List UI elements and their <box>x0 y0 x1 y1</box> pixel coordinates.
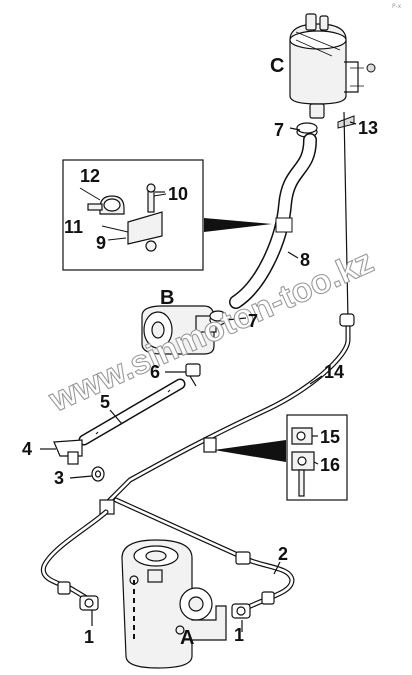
callout-2: 2 <box>278 544 288 564</box>
callout-9: 9 <box>96 233 106 253</box>
callout-8: 8 <box>300 250 310 270</box>
callout-16: 16 <box>320 455 340 475</box>
fitting-4 <box>53 439 83 465</box>
return-hose-8 <box>229 133 317 309</box>
reservoir-tank <box>289 13 364 119</box>
assembly-label-c: C <box>270 55 284 77</box>
callout-14: 14 <box>324 362 344 382</box>
callout-11: 11 <box>64 217 83 237</box>
callout-7-top: 7 <box>274 120 284 140</box>
suction-hose-5 <box>78 378 186 446</box>
pump-fitting-6 <box>185 363 201 387</box>
pump-b <box>141 305 227 355</box>
callout-1-left: 1 <box>84 627 94 647</box>
callout-5: 5 <box>100 392 110 412</box>
callout-12: 12 <box>80 166 100 186</box>
callout-1-right: 1 <box>234 625 244 645</box>
callout-13: 13 <box>358 118 378 138</box>
pressure-line-14 <box>99 111 355 515</box>
callout-3: 3 <box>54 468 64 488</box>
leader-lines <box>40 121 357 632</box>
bolt-13 <box>337 63 376 129</box>
washer-3 <box>91 466 105 482</box>
callout-10: 10 <box>168 184 188 204</box>
callout-4: 4 <box>22 439 32 459</box>
callout-7-bottom: 7 <box>248 311 258 331</box>
inset-pointer <box>204 218 272 232</box>
callout-6: 6 <box>150 362 160 382</box>
steering-gear-a <box>121 539 227 669</box>
assembly-label-a: A <box>180 627 194 649</box>
inset-2-pointer <box>214 440 286 462</box>
pressure-line-2 <box>40 497 295 611</box>
banjo-fitting-1-left <box>79 595 99 611</box>
clamp-detail-inset <box>62 159 204 271</box>
callout-15: 15 <box>320 427 340 447</box>
clip-detail-inset <box>286 414 348 501</box>
banjo-fitting-1-right <box>231 603 251 619</box>
corner-mark: P-x <box>392 3 402 10</box>
assembly-label-b: B <box>160 287 174 309</box>
